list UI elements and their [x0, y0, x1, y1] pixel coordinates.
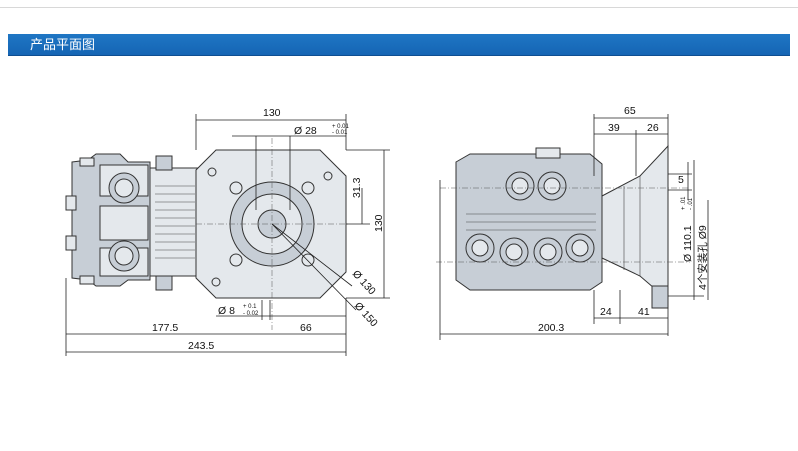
top-rule: [0, 7, 798, 8]
dim-side-edge: 5: [678, 174, 684, 186]
section-header: 产品平面图: [8, 34, 790, 56]
dim-side-26: 26: [647, 122, 659, 134]
dim-dia-150: Ø 150: [352, 300, 380, 329]
pump-cylinders: [149, 155, 199, 291]
dim-side-39: 39: [608, 122, 620, 134]
dim-right-height: 130: [373, 214, 385, 232]
dim-pilot-tol-upper: + .01: [681, 196, 687, 210]
dim-side-24: 24: [600, 306, 612, 318]
dim-key-tol-lower: - 0.02: [243, 311, 259, 317]
dim-left-length: 177.5: [152, 322, 178, 334]
dim-shaft-tol-upper: + 0.01: [332, 124, 350, 130]
side-view: 65 39 26 5 Ø 110.1 + .01 - .01 4个安装孔 Ø9 …: [436, 105, 709, 340]
dim-front-top-width: 130: [263, 107, 281, 119]
pump-manifold: [65, 153, 151, 287]
dim-side-total: 200.3: [538, 322, 564, 334]
front-view: 130 Ø 28 + 0.01 - 0.01 31.3 130 Ø 130 Ø …: [65, 107, 390, 356]
dim-pilot-dia: Ø 110.1: [682, 225, 694, 262]
dim-key-dia: Ø 8: [218, 305, 235, 317]
dim-shaft-offset: 66: [300, 322, 312, 334]
pump-side-flange: [601, 144, 669, 309]
dim-right-offset: 31.3: [351, 177, 363, 198]
dim-dia-130: Ø 130: [350, 268, 378, 297]
section-title: 产品平面图: [30, 37, 96, 52]
dim-key-tol-upper: + 0.1: [243, 304, 257, 310]
dim-side-41: 41: [638, 306, 650, 318]
dim-shaft-tol-lower: - 0.01: [332, 130, 348, 136]
dim-pilot-tol-lower: - .01: [688, 197, 694, 210]
dim-hole-note: 4个安装孔 Ø9: [696, 225, 709, 290]
dim-front-total: 243.5: [188, 340, 214, 352]
dim-side-top-width: 65: [624, 105, 636, 117]
pump-side-body: [455, 147, 603, 291]
dim-shaft-dia: Ø 28: [294, 125, 317, 137]
